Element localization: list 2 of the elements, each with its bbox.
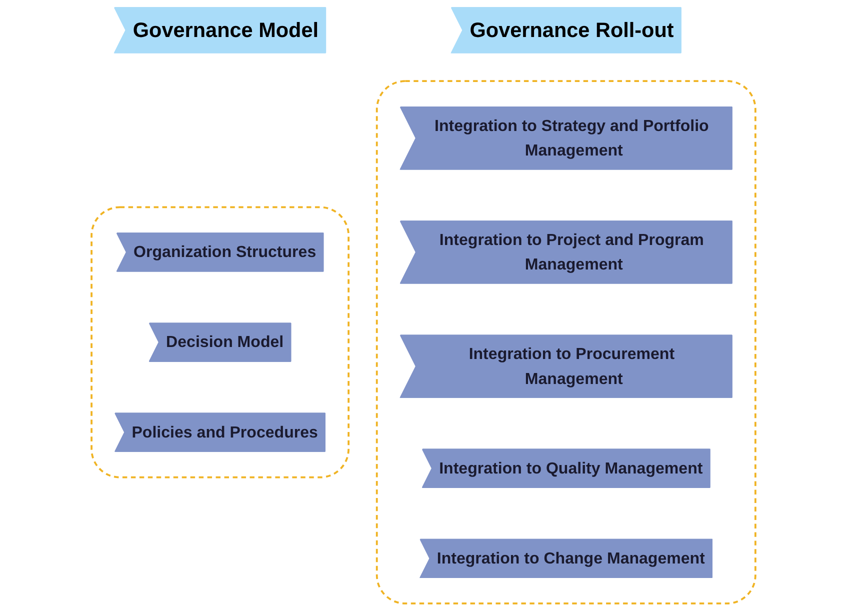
cluster bbox=[90, 206, 350, 478]
cluster bbox=[376, 80, 756, 604]
